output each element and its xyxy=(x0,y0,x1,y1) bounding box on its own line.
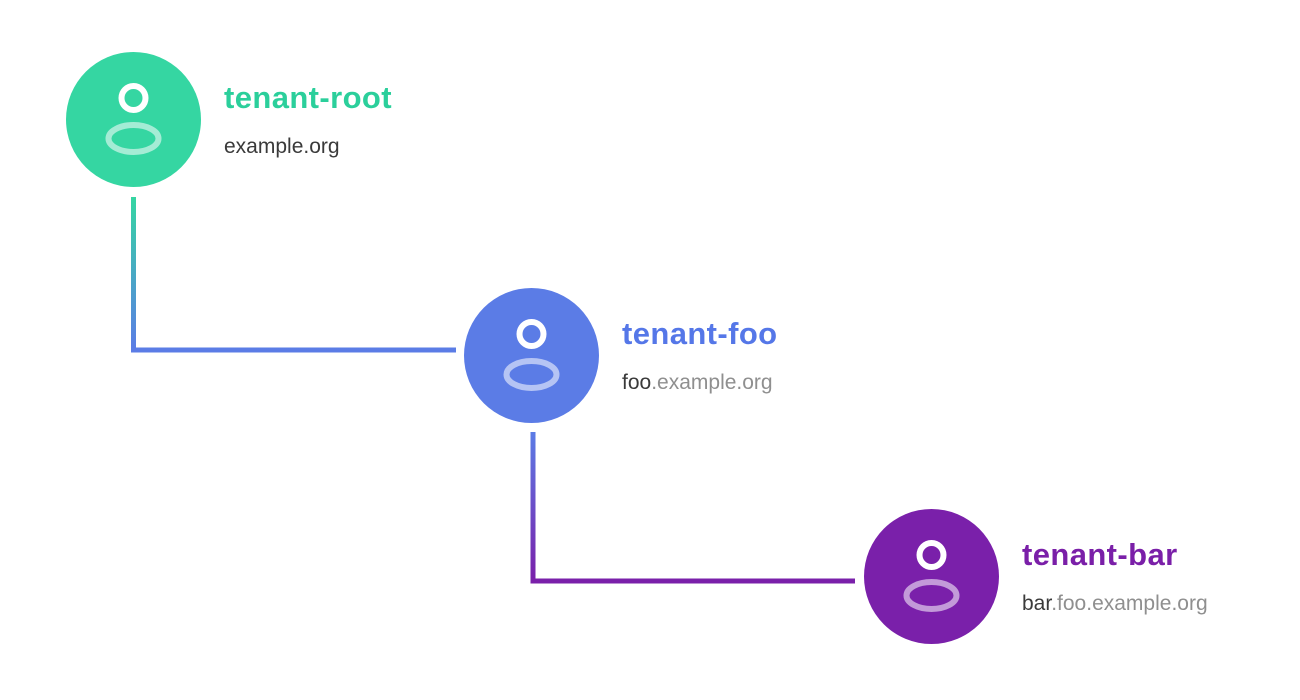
domain-prefix: example.org xyxy=(224,135,340,158)
domain-prefix: bar xyxy=(1022,592,1052,615)
avatar-circle xyxy=(66,52,201,187)
avatar-head xyxy=(916,540,947,570)
node-tenant-root: tenant-root example.org xyxy=(66,52,392,187)
avatar-head xyxy=(516,319,547,349)
node-domain: bar.foo.example.org xyxy=(1022,593,1208,614)
node-labels: tenant-bar bar.foo.example.org xyxy=(1022,539,1208,614)
node-title: tenant-root xyxy=(224,80,392,115)
user-avatar-icon xyxy=(864,509,999,644)
node-title: tenant-bar xyxy=(1022,537,1178,572)
node-domain: foo.example.org xyxy=(622,372,778,393)
avatar-circle xyxy=(864,509,999,644)
user-avatar-icon xyxy=(464,288,599,423)
connector-foo-to-bar xyxy=(530,432,855,584)
node-tenant-foo: tenant-foo foo.example.org xyxy=(464,288,777,423)
node-domain: example.org xyxy=(224,136,392,157)
avatar-body xyxy=(503,358,560,391)
connector-root-to-foo xyxy=(131,197,456,353)
avatar-head xyxy=(118,83,149,113)
domain-rest: .foo.example.org xyxy=(1051,592,1208,615)
avatar-body xyxy=(903,579,960,612)
node-tenant-bar: tenant-bar bar.foo.example.org xyxy=(864,509,1208,644)
domain-rest: .example.org xyxy=(651,371,773,394)
node-labels: tenant-root example.org xyxy=(224,82,392,157)
avatar-body xyxy=(105,122,162,155)
avatar-circle xyxy=(464,288,599,423)
node-labels: tenant-foo foo.example.org xyxy=(622,318,778,393)
user-avatar-icon xyxy=(66,52,201,187)
node-title: tenant-foo xyxy=(622,316,778,351)
domain-prefix: foo xyxy=(622,371,652,394)
